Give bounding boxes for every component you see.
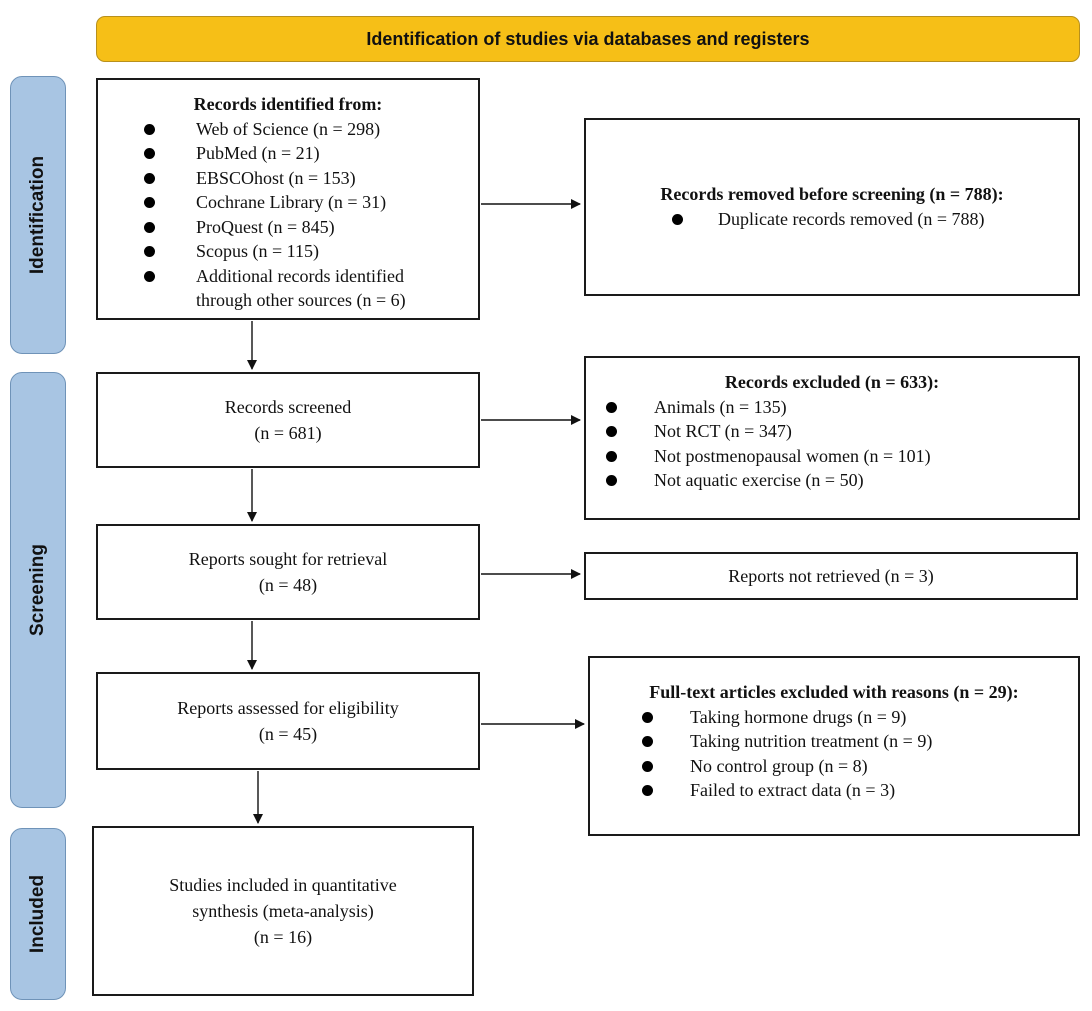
records-identified-box: Records identified from: Web of Science … bbox=[96, 78, 480, 320]
list-item: Taking nutrition treatment (n = 9) bbox=[642, 729, 1078, 754]
list-item: EBSCOhost (n = 153) bbox=[144, 166, 464, 191]
list-item: Scopus (n = 115) bbox=[144, 239, 464, 264]
reports-assessed-count: (n = 45) bbox=[258, 724, 318, 744]
records-excluded-box: Records excluded (n = 633): Animals (n =… bbox=[584, 356, 1080, 520]
records-removed-box: Records removed before screening (n = 78… bbox=[584, 118, 1080, 296]
phase-screening: Screening bbox=[10, 372, 66, 808]
records-removed-title: Records removed before screening (n = 78… bbox=[660, 184, 1004, 204]
records-excluded-title: Records excluded (n = 633): bbox=[724, 372, 940, 392]
records-identified-list: Web of Science (n = 298) PubMed (n = 21)… bbox=[144, 117, 464, 313]
reports-assessed-label: Reports assessed for eligibility bbox=[177, 697, 399, 718]
header-title: Identification of studies via databases … bbox=[366, 28, 810, 49]
phase-screening-label: Screening bbox=[27, 544, 48, 636]
phase-included: Included bbox=[10, 828, 66, 1000]
records-removed-list: Duplicate records removed (n = 788) bbox=[586, 207, 1078, 232]
records-screened-label: Records screened bbox=[224, 396, 352, 417]
records-screened-count: (n = 681) bbox=[254, 423, 322, 443]
studies-included-box: Studies included in quantitative synthes… bbox=[92, 826, 474, 996]
list-item: Additional records identified through ot… bbox=[144, 264, 454, 313]
studies-included-line1: Studies included in quantitative bbox=[169, 874, 397, 895]
phase-included-label: Included bbox=[27, 874, 48, 954]
list-item: No control group (n = 8) bbox=[642, 754, 1078, 779]
reports-sought-count: (n = 48) bbox=[258, 575, 318, 595]
reports-assessed-box: Reports assessed for eligibility (n = 45… bbox=[96, 672, 480, 770]
list-item: Not RCT (n = 347) bbox=[606, 419, 1078, 444]
header-banner: Identification of studies via databases … bbox=[96, 16, 1080, 62]
studies-included-line2: synthesis (meta-analysis) bbox=[192, 900, 374, 921]
list-item: Cochrane Library (n = 31) bbox=[144, 190, 464, 215]
list-item: Duplicate records removed (n = 788) bbox=[672, 207, 1078, 232]
phase-identification: Identification bbox=[10, 76, 66, 354]
reports-not-retrieved-box: Reports not retrieved (n = 3) bbox=[584, 552, 1078, 600]
list-item: Web of Science (n = 298) bbox=[144, 117, 464, 142]
list-item: Taking hormone drugs (n = 9) bbox=[642, 705, 1078, 730]
records-identified-title: Records identified from: bbox=[193, 94, 383, 114]
reports-sought-label: Reports sought for retrieval bbox=[188, 548, 388, 569]
studies-included-count: (n = 16) bbox=[253, 927, 313, 948]
reports-sought-box: Reports sought for retrieval (n = 48) bbox=[96, 524, 480, 620]
reports-not-retrieved-label: Reports not retrieved (n = 3) bbox=[728, 565, 934, 586]
list-item: Failed to extract data (n = 3) bbox=[642, 778, 1078, 803]
phase-identification-label: Identification bbox=[27, 155, 48, 275]
list-item: Not postmenopausal women (n = 101) bbox=[606, 444, 1078, 469]
records-excluded-list: Animals (n = 135) Not RCT (n = 347) Not … bbox=[586, 395, 1078, 493]
fulltext-excluded-list: Taking hormone drugs (n = 9) Taking nutr… bbox=[590, 705, 1078, 803]
list-item: Not aquatic exercise (n = 50) bbox=[606, 468, 1078, 493]
fulltext-excluded-title: Full-text articles excluded with reasons… bbox=[649, 682, 1019, 702]
list-item: Animals (n = 135) bbox=[606, 395, 1078, 420]
records-screened-box: Records screened (n = 681) bbox=[96, 372, 480, 468]
list-item: ProQuest (n = 845) bbox=[144, 215, 464, 240]
fulltext-excluded-box: Full-text articles excluded with reasons… bbox=[588, 656, 1080, 836]
list-item: PubMed (n = 21) bbox=[144, 141, 464, 166]
